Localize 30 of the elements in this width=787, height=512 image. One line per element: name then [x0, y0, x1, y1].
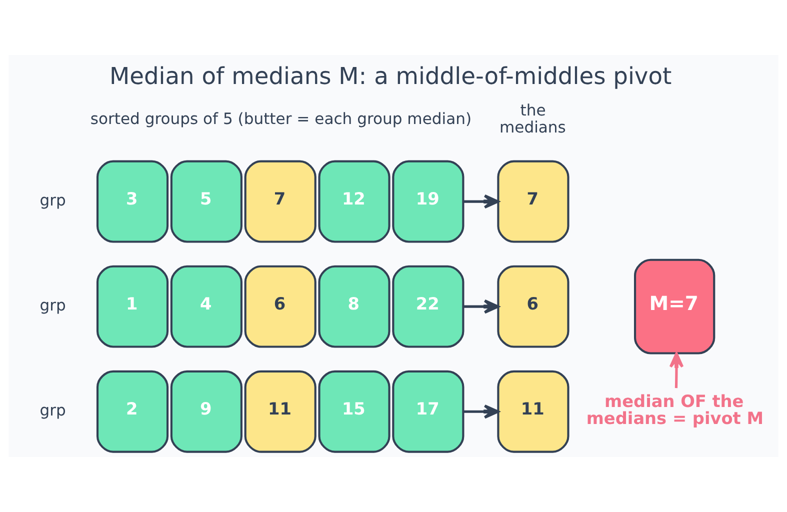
label: grp [40, 402, 66, 420]
node-box: 11 [244, 370, 316, 453]
node-box: 7 [497, 160, 570, 243]
node-box: 17 [392, 370, 464, 453]
node-box: 22 [392, 265, 464, 348]
node-text: median OF the medians = pivot M [586, 390, 764, 428]
label: grp [40, 296, 66, 315]
node-box: 6 [497, 265, 570, 348]
node-box: 15 [318, 370, 390, 453]
arrow [463, 299, 500, 314]
node-box: 5 [170, 160, 242, 243]
node-box: 19 [392, 160, 464, 243]
diagram-title: Median of medians M: a middle-of-middles pivot [110, 62, 672, 90]
arrow [463, 404, 500, 419]
label: sorted groups of 5 (butter = each group median) [90, 110, 472, 128]
node-box: 4 [170, 265, 242, 348]
node-box: 9 [170, 370, 242, 453]
node-box: 12 [318, 160, 390, 243]
node-box: 3 [96, 160, 169, 243]
node-box: 1 [96, 265, 169, 348]
arrow [669, 352, 684, 388]
label: grp [40, 192, 66, 210]
node-box: 2 [96, 370, 169, 453]
node-box: 6 [244, 265, 316, 348]
node-box: M=7 [634, 258, 716, 354]
node-box: 7 [244, 160, 316, 243]
node-box: 8 [318, 265, 390, 348]
node-box: 11 [497, 370, 570, 453]
arrow [463, 194, 500, 209]
label: the medians [500, 101, 566, 136]
